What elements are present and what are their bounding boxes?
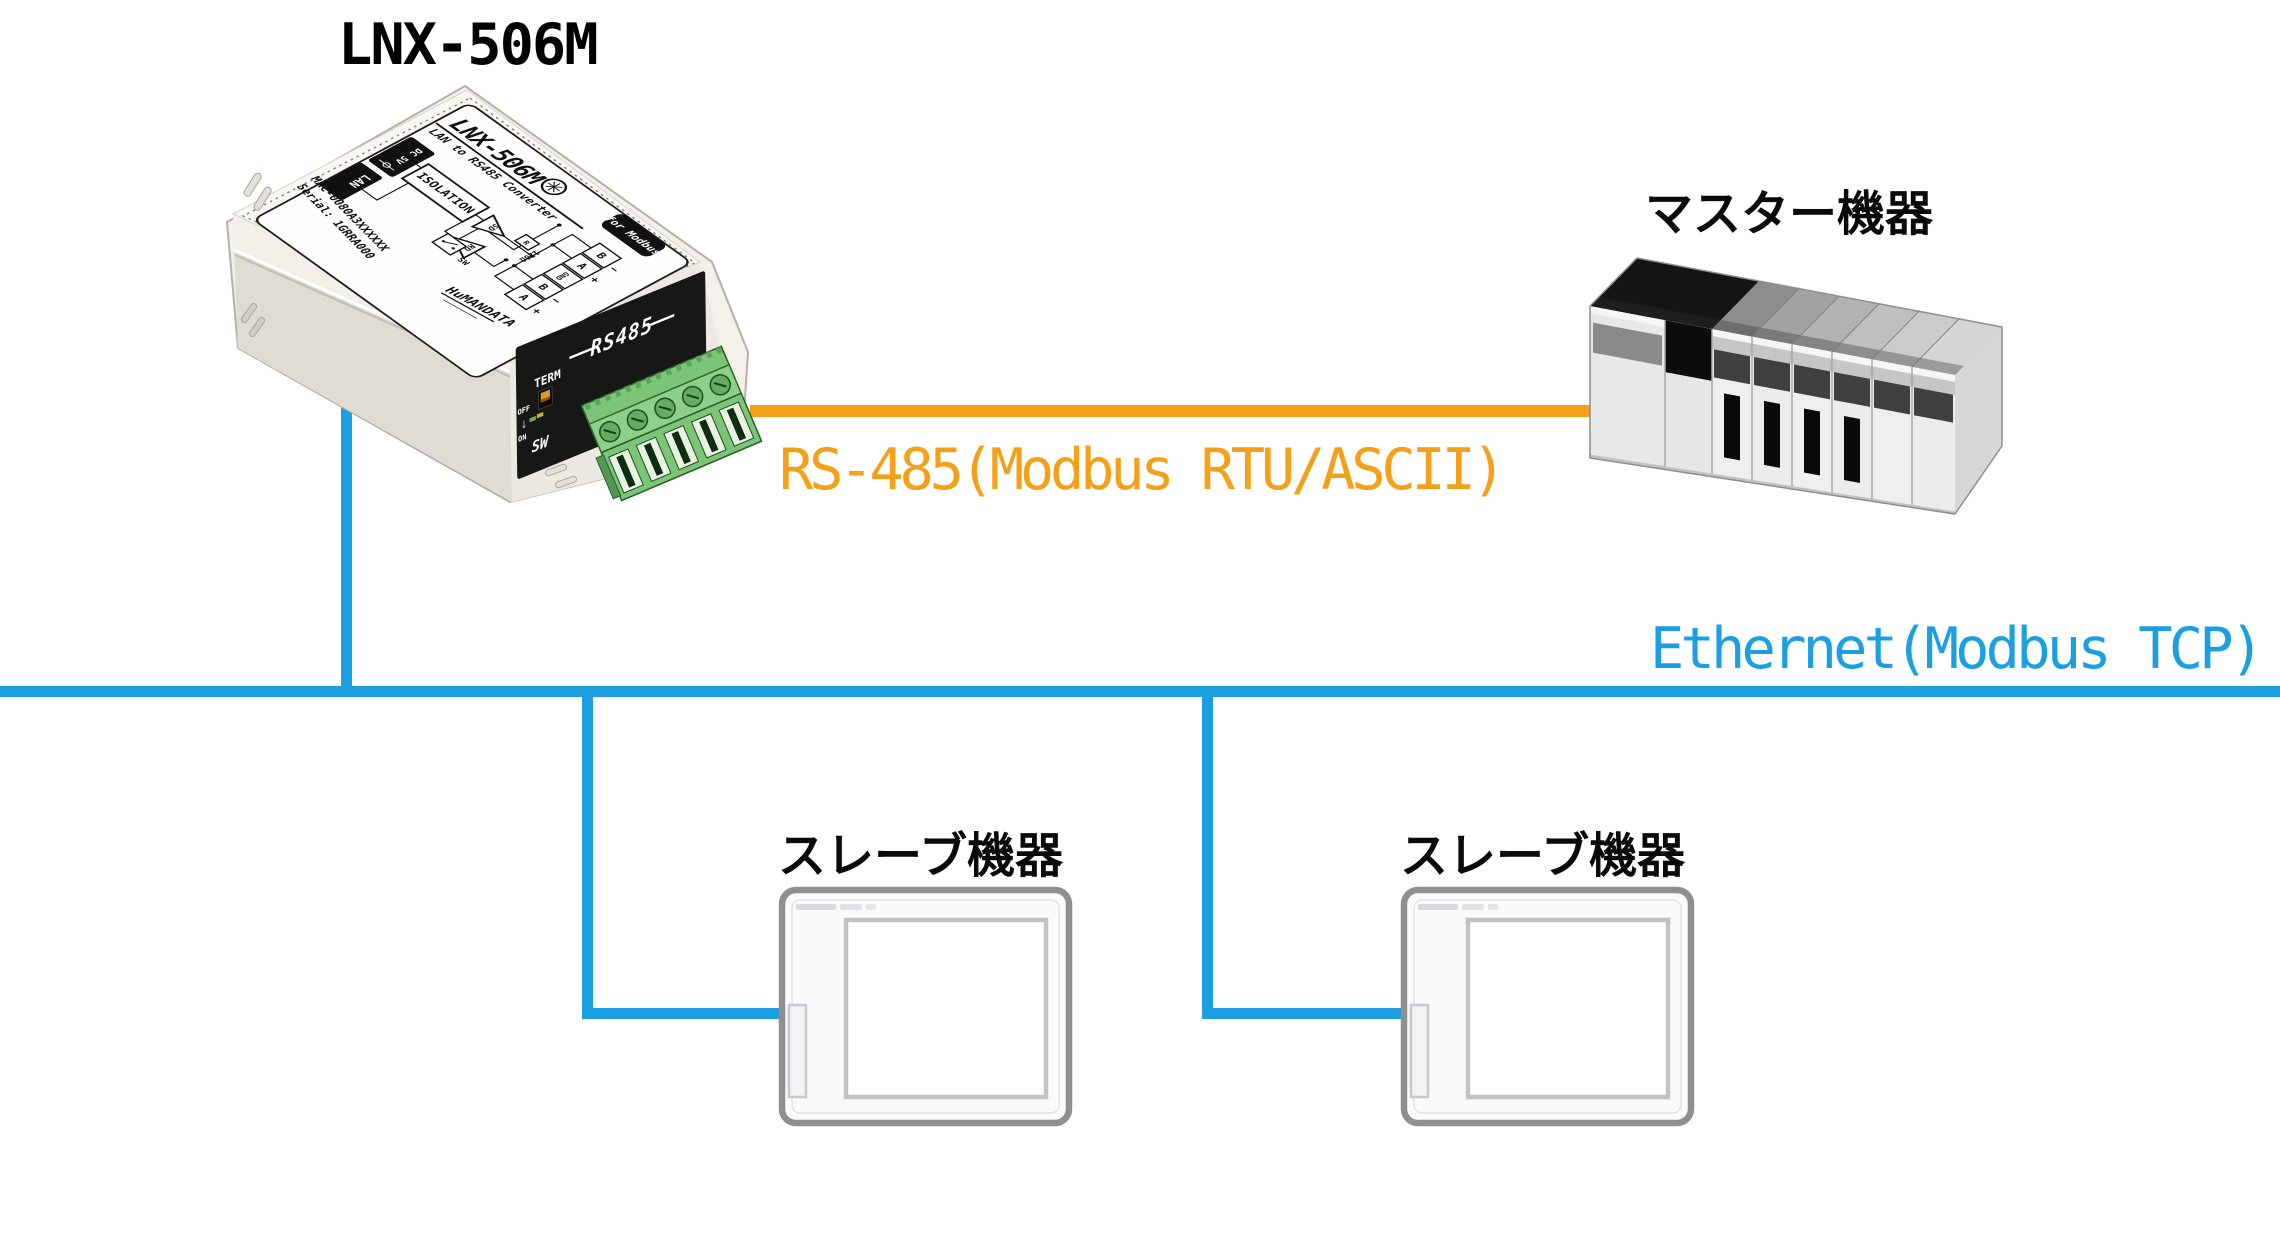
master-device-label: マスター機器 bbox=[1645, 188, 1934, 241]
ethernet-bus-line bbox=[0, 686, 2280, 697]
svg-text:SW: SW bbox=[454, 256, 472, 267]
svg-text:SD: SD bbox=[485, 222, 501, 232]
polarity-plus1: + bbox=[528, 306, 545, 316]
terminal-b1: B bbox=[535, 282, 552, 292]
on-label: ON bbox=[518, 432, 527, 445]
ethernet-network-lines bbox=[0, 392, 2280, 1019]
slave2-stub-line bbox=[1202, 1008, 1409, 1019]
plc-io-modules bbox=[1712, 336, 1955, 527]
terminal-a1: A bbox=[515, 292, 532, 302]
slave1-screen bbox=[843, 917, 1049, 1100]
plc-right-face bbox=[1955, 327, 2002, 514]
rs485-dash-right bbox=[648, 313, 675, 327]
slave2-side-strip bbox=[1409, 1003, 1430, 1099]
rs485-link-label: RS-485(Modbus RTU/ASCII) bbox=[779, 437, 1502, 503]
svg-text:R: R bbox=[521, 239, 533, 246]
sw-label: SW bbox=[532, 432, 550, 457]
label-logo-icon bbox=[540, 178, 568, 196]
sw-led-bits bbox=[529, 411, 544, 423]
plc-outline bbox=[1589, 257, 2003, 515]
sd-driver-symbol: SD bbox=[470, 214, 506, 238]
terminal-strip: A B GND A B + − + − bbox=[503, 242, 623, 316]
rs485-dash-left bbox=[569, 346, 596, 360]
label-circuit-diagram bbox=[361, 164, 592, 290]
rs485-connector bbox=[580, 345, 763, 502]
polarity-plus2: + bbox=[586, 275, 603, 285]
rs485-line bbox=[750, 405, 1595, 417]
terminal-gnd: GND bbox=[553, 270, 571, 281]
plc-top-face bbox=[1590, 258, 2002, 375]
ethernet-link-label: Ethernet(Modbus TCP) bbox=[1650, 616, 2260, 682]
front-panel-plate bbox=[515, 271, 707, 479]
polarity-minus2: − bbox=[606, 264, 623, 274]
slave2-screen bbox=[1465, 917, 1671, 1100]
termination-switch-box: SW bbox=[431, 232, 472, 268]
slave2-marking bbox=[1418, 904, 1498, 910]
slave1-device-label: スレーブ機器 bbox=[778, 829, 1064, 883]
connector-screws bbox=[599, 374, 732, 443]
term-switch bbox=[537, 385, 553, 411]
slave2-panel bbox=[1400, 886, 1695, 1127]
plc-front-face bbox=[1590, 306, 1955, 527]
device-front-panel: RS485 TERM OFF ↓ ON SW bbox=[515, 271, 707, 479]
slave2-drop-line bbox=[1202, 692, 1213, 1019]
lnx506m-device: LNX-506M LAN to RS485 Converter DC 5V LA… bbox=[226, 85, 763, 503]
slave1-marking bbox=[796, 904, 876, 910]
master-plc bbox=[1589, 257, 2003, 527]
terminal-a2: A bbox=[573, 261, 590, 271]
down-arrow-icon: ↓ bbox=[521, 414, 527, 431]
polarity-minus1: − bbox=[548, 296, 565, 306]
slave1-side-strip bbox=[787, 1003, 808, 1099]
power-badge: DC 5V bbox=[368, 137, 435, 177]
connector-cavities bbox=[608, 401, 755, 494]
slave1-stub-line bbox=[582, 1008, 788, 1019]
device-side-lower bbox=[234, 250, 512, 502]
slave2-device-label: スレーブ機器 bbox=[1400, 829, 1686, 883]
label-title-rule bbox=[435, 122, 584, 230]
slave1-panel bbox=[778, 886, 1073, 1127]
converter-heading: LNX-506M bbox=[338, 12, 597, 78]
terminal-b2: B bbox=[593, 251, 610, 261]
svg-text:RD: RD bbox=[461, 242, 477, 252]
circuit-junction-dots bbox=[503, 223, 562, 268]
converter-drop-line bbox=[341, 392, 352, 688]
lan-badge: LAN bbox=[319, 162, 382, 200]
slave1-drop-line bbox=[582, 692, 593, 1019]
